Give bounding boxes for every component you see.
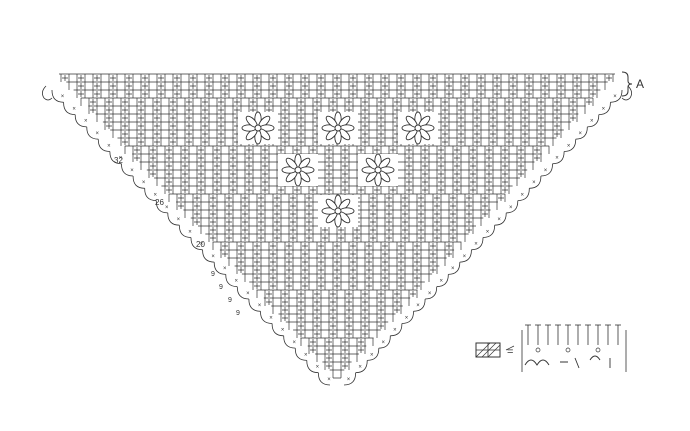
stitch-mark: ×	[61, 94, 65, 100]
stitch-mark: ×	[347, 377, 351, 383]
stitch-mark: ×	[96, 131, 100, 137]
stitch-mark: ×	[532, 180, 536, 186]
stitch-mark: ×	[567, 143, 571, 149]
stitch-mark: ×	[428, 291, 432, 297]
stitch-mark: ×	[258, 303, 262, 309]
legend-equals: =	[507, 346, 513, 358]
section-label: A	[636, 77, 644, 91]
legend-bracket	[521, 330, 627, 372]
stitch-mark: ×	[544, 168, 548, 174]
corner-curl	[621, 85, 632, 101]
edge-mark: 9	[211, 271, 215, 278]
corner-curl	[42, 85, 53, 101]
flower-center	[334, 124, 342, 132]
stitch-mark: ×	[393, 328, 397, 334]
stitch-mark: ×	[223, 266, 227, 272]
flower-center	[254, 124, 262, 132]
flower-icon	[358, 153, 398, 187]
flower-motifs	[238, 111, 438, 228]
stitch-mark: ×	[579, 131, 583, 137]
stitch-mark: ×	[142, 180, 146, 186]
row-number-32: 32	[114, 156, 123, 165]
legend-filet-square-icon	[475, 342, 501, 358]
stitch-mark: ×	[188, 229, 192, 235]
edge-mark: 9	[219, 284, 223, 291]
flower-icon	[398, 111, 438, 145]
stitch-mark: ×	[405, 315, 409, 321]
stitch-mark: ×	[509, 205, 513, 211]
stitch-mark: ×	[165, 205, 169, 211]
scallop-edging: × × × × × × × × × × × × × × × × × × × × × × × × × × × × × × × × × × × × × × × ×…	[42, 85, 632, 386]
stitch-mark: ×	[590, 119, 594, 125]
stitch-mark: ×	[602, 106, 606, 112]
edge-mark: 9	[228, 297, 232, 304]
stitch-mark: ×	[84, 119, 88, 125]
stitch-mark: ×	[107, 143, 111, 149]
stitch-mark: ×	[327, 377, 331, 383]
flower-icon	[238, 111, 278, 145]
section-bracket	[621, 71, 633, 97]
stitch-mark: ×	[119, 156, 123, 162]
stitch-mark: ×	[416, 303, 420, 309]
stitch-mark: ×	[200, 242, 204, 248]
stitch-mark: ×	[613, 94, 617, 100]
stitch-mark: ×	[497, 217, 501, 223]
stitch-mark: ×	[463, 254, 467, 260]
stitch-mark: ×	[521, 193, 525, 199]
stitch-mark: ×	[370, 352, 374, 358]
legend: =	[475, 324, 627, 372]
stitch-mark: ×	[235, 279, 239, 285]
flower-icon	[278, 153, 318, 187]
stitch-mark: ×	[177, 217, 181, 223]
stitch-mark: ×	[281, 328, 285, 334]
stitch-mark: ×	[382, 340, 386, 346]
stitch-mark: ×	[486, 229, 490, 235]
legend-stitch-row	[524, 355, 611, 369]
flower-icon	[318, 111, 358, 145]
chain-loop	[535, 347, 541, 353]
legend-stitch-symbols-icon	[505, 324, 627, 372]
legend-pointer	[505, 345, 515, 351]
stitch-mark: ×	[246, 291, 250, 297]
stitch-mark: ×	[555, 156, 559, 162]
edge-mark: 9	[236, 310, 240, 317]
grid-lines	[59, 73, 615, 379]
chain-loop	[565, 347, 571, 353]
stitch-mark: ×	[211, 254, 215, 260]
scallop-path	[343, 89, 623, 386]
flower-center	[374, 166, 382, 174]
stitch-mark: ×	[316, 365, 320, 371]
stitch-mark: ×	[304, 352, 308, 358]
stitch-mark: ×	[154, 193, 158, 199]
flower-center	[294, 166, 302, 174]
stitch-mark: ×	[72, 106, 76, 112]
flower-icon	[318, 194, 358, 228]
stitch-mark: ×	[451, 266, 455, 272]
stitch-mark: ×	[440, 279, 444, 285]
filet-grid	[59, 73, 615, 379]
stitch-mark: ×	[130, 168, 134, 174]
flower-center	[414, 124, 422, 132]
stitch-mark: ×	[474, 242, 478, 248]
flower-center	[334, 207, 342, 215]
chain-loop	[595, 347, 601, 353]
row-number-20: 20	[196, 240, 205, 249]
scallop-path	[51, 89, 331, 386]
stitch-mark: ×	[269, 315, 273, 321]
row-number-26: 26	[155, 198, 164, 207]
stitch-mark: ×	[358, 365, 362, 371]
stitch-mark: ×	[293, 340, 297, 346]
